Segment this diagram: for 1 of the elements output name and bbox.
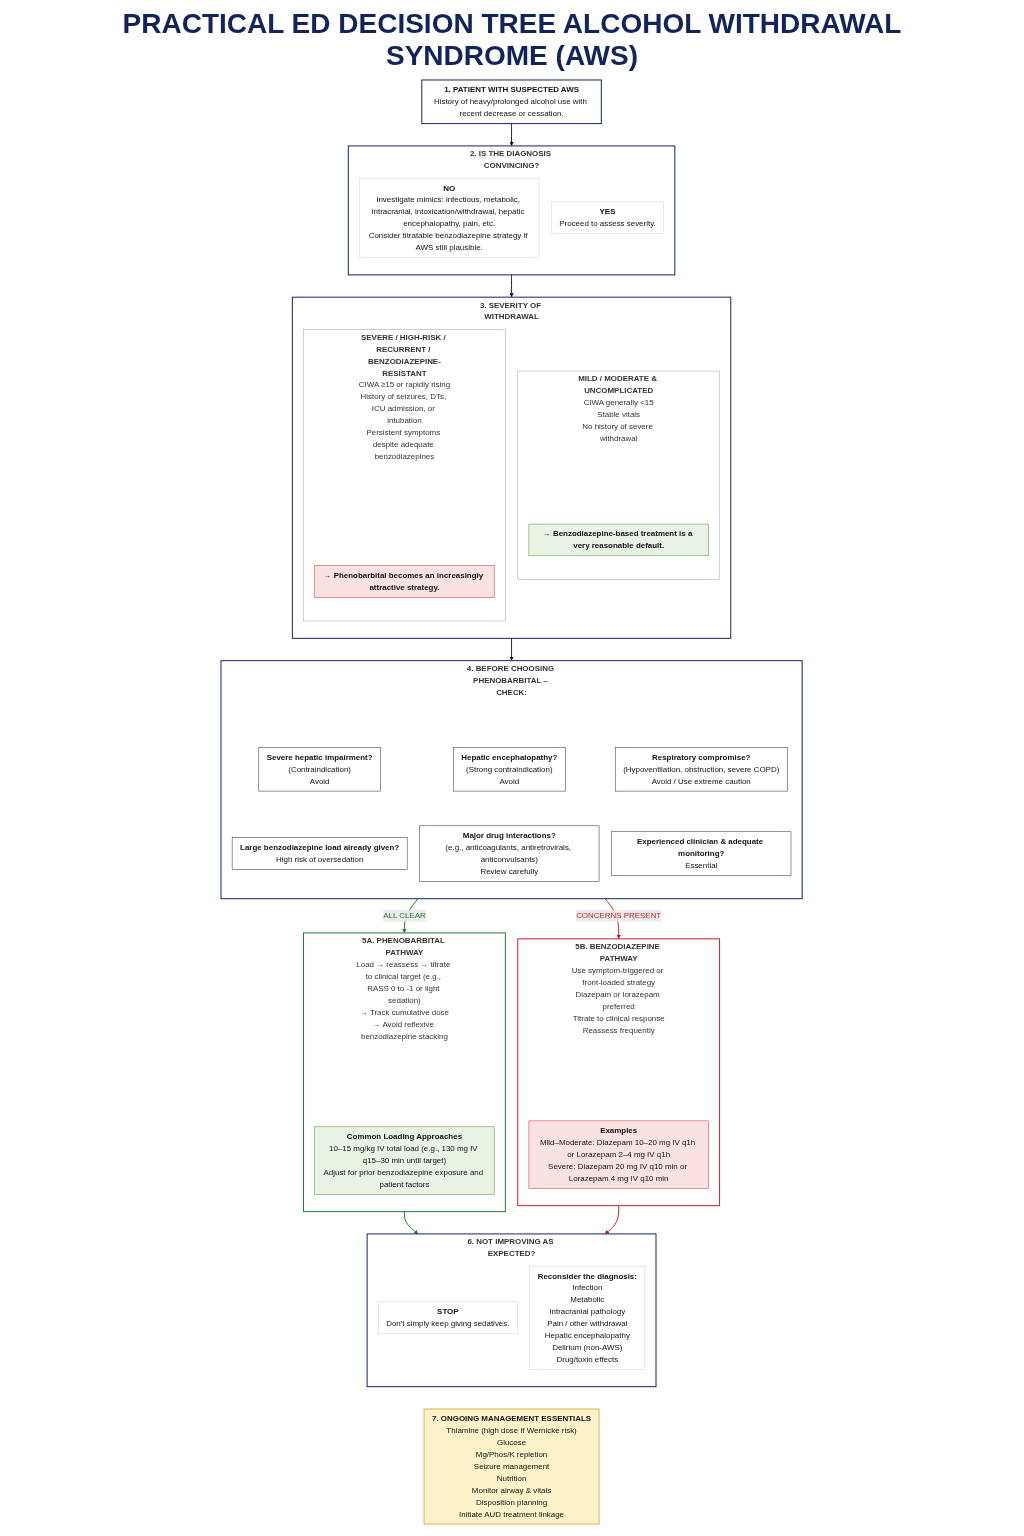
diagram-title: PRACTICAL ED DECISION TREE ALCOHOL WITHDRAWAL SYNDROME (AWS) <box>121 8 903 73</box>
